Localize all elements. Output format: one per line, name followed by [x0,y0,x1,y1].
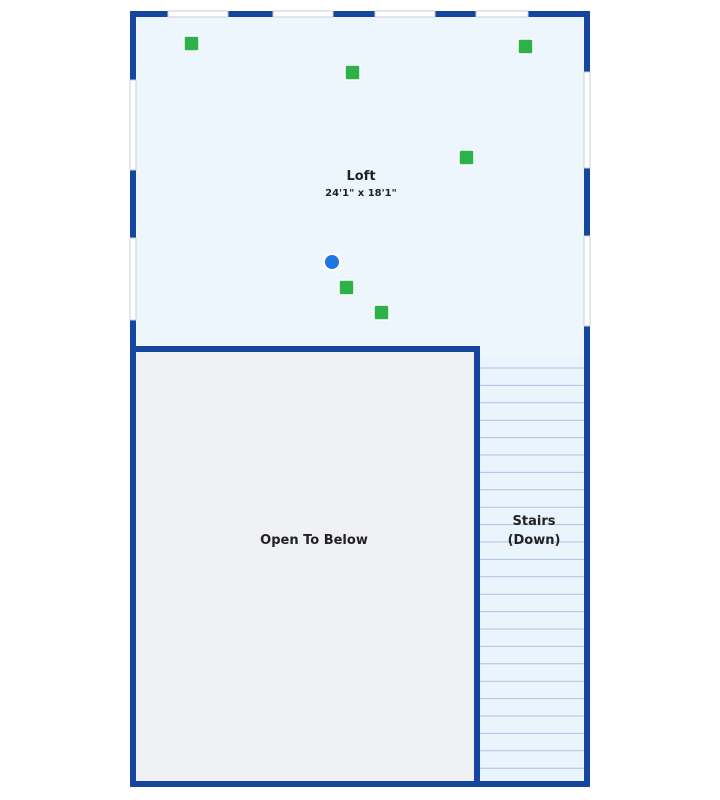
window-top-4 [475,10,529,18]
walls [130,11,590,787]
loft-dimensions-label: 24'1" x 18'1" [325,188,397,199]
window-left-2 [129,237,137,321]
wall-bottom [130,781,590,787]
green-square-sensor-icon[interactable] [373,304,390,321]
window-top-2 [272,10,334,18]
window-right-1 [583,71,591,169]
loft-name-label: Loft [346,169,375,184]
sensors [183,35,534,321]
loft-floor-extension [476,330,587,358]
window-left-1 [129,79,137,171]
wall-left [130,11,136,787]
wall-right [584,11,590,787]
stairs-label-line1: Stairs [513,514,556,529]
green-square-sensor-icon[interactable] [338,279,355,296]
stair-treads [480,367,584,769]
wall-stairs-divider [474,346,480,787]
green-square-sensor-icon[interactable] [458,149,475,166]
blue-dot-location-icon[interactable] [323,253,341,271]
green-square-sensor-icon[interactable] [183,35,200,52]
window-top-3 [374,10,436,18]
open-to-below-area [135,352,475,782]
room-open-to-below[interactable] [135,352,475,782]
windows [129,10,591,327]
stairs-label-line2: (Down) [508,533,561,548]
green-square-sensor-icon[interactable] [517,38,534,55]
window-top-1 [167,10,229,18]
window-right-2 [583,235,591,327]
green-square-sensor-icon[interactable] [344,64,361,81]
wall-loft-divider [130,346,480,352]
stairs-area [479,358,585,782]
open-to-below-label: Open To Below [260,533,368,548]
room-stairs[interactable] [479,358,585,782]
wall-top [130,11,590,17]
